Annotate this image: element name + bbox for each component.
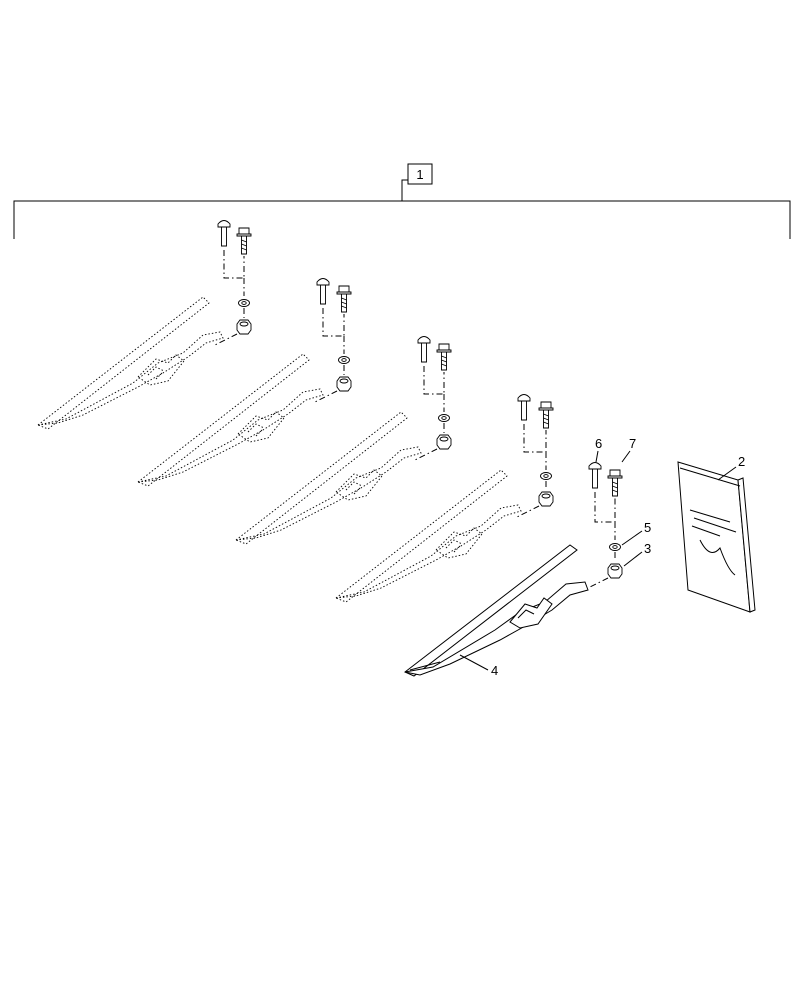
nut-phantom-3 (436, 434, 452, 450)
divider-assembly-1 (37, 220, 252, 430)
divider-assembly-5 (404, 462, 623, 677)
nut (607, 563, 623, 579)
nut-phantom-4 (538, 491, 554, 507)
carriage-bolt (588, 462, 602, 489)
divider-point-phantom-2 (137, 353, 324, 487)
divider-point-phantom-4 (335, 469, 522, 603)
callout-5: 5 (644, 520, 651, 535)
nut-phantom-2 (336, 376, 352, 392)
callout-4: 4 (491, 663, 498, 678)
washer-phantom-2 (338, 356, 350, 364)
hex-bolt (607, 469, 623, 497)
washer-phantom-3 (438, 414, 450, 422)
nut-phantom-1 (236, 319, 252, 335)
group-callout-label: 1 (416, 167, 423, 182)
instruction-manual (677, 461, 756, 613)
callout-6: 6 (595, 436, 602, 451)
hex-bolt-phantom-4 (538, 401, 554, 429)
washer (609, 543, 621, 551)
callout-7: 7 (629, 436, 636, 451)
divider-point-phantom-1 (37, 296, 224, 430)
group-bracket (13, 163, 791, 239)
divider-assembly-2 (137, 278, 352, 487)
hex-bolt-phantom-1 (236, 227, 252, 255)
callout-leaders (459, 450, 737, 671)
carriage-bolt-phantom-3 (417, 336, 431, 363)
hex-bolt-phantom-2 (336, 285, 352, 313)
washer-phantom-4 (540, 472, 552, 480)
divider-assembly-3 (235, 336, 452, 545)
carriage-bolt-phantom-2 (316, 278, 330, 305)
divider-point-phantom-3 (235, 411, 422, 545)
carriage-bolt-phantom-4 (517, 394, 531, 421)
callout-3: 3 (644, 541, 651, 556)
callout-2: 2 (738, 454, 745, 469)
hex-bolt-phantom-3 (436, 343, 452, 371)
divider-assembly-4 (335, 394, 554, 603)
divider-rod (404, 544, 578, 677)
washer-phantom-1 (238, 299, 250, 307)
carriage-bolt-phantom-1 (217, 220, 231, 247)
